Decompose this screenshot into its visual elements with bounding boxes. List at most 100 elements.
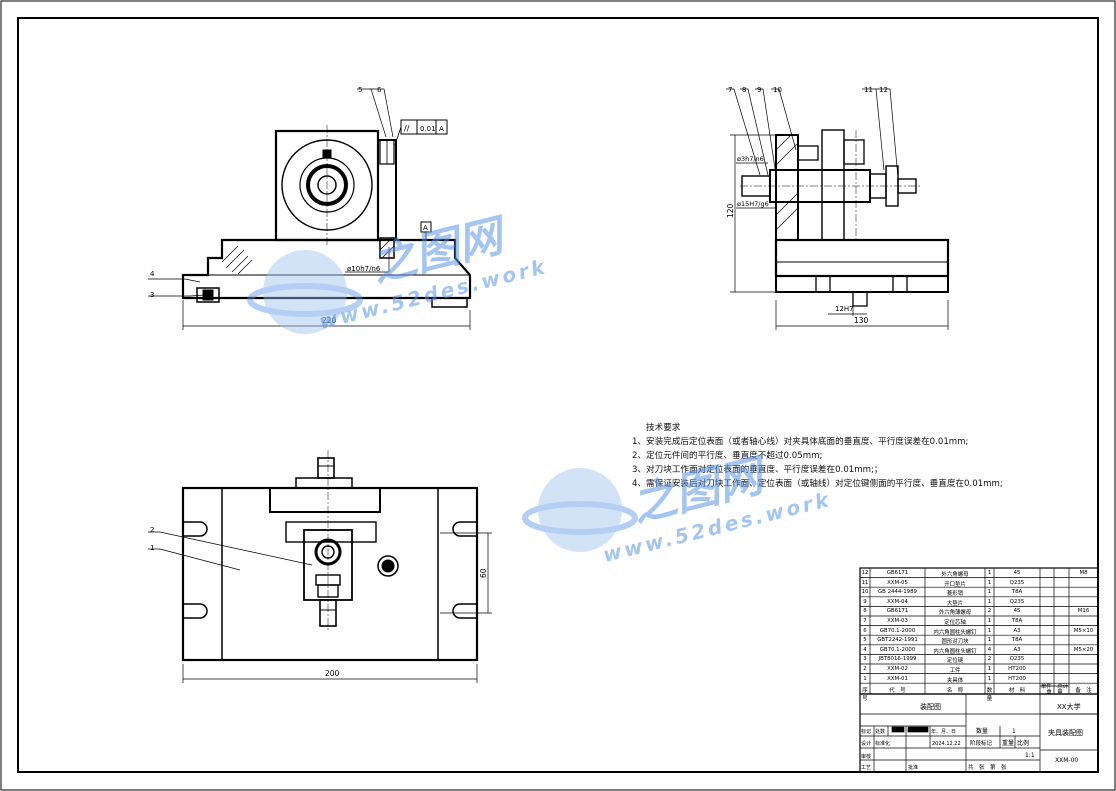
bom-cell-name: 开口垫片	[944, 581, 966, 588]
title-sheets: 共 张 第 张	[968, 763, 1007, 771]
bom-row: 12 GB6171 外六角螺母 1 45 M8	[860, 568, 1098, 578]
bom-cell-no: 11	[861, 579, 869, 586]
bom-cell-name: 圆形对刀块	[941, 639, 969, 646]
technical-requirements: 技术要求 1、安装完成后定位表面（或者轴心线）对夹具体底面的垂直度、平行度误差在…	[632, 421, 1003, 491]
bom-header-qty: 数量	[986, 688, 993, 702]
watermark-logo-1	[247, 250, 363, 334]
tolerance-symbol: //	[404, 124, 410, 133]
bom-cell-note: M8	[1079, 570, 1088, 576]
bom-cell-qty: 1	[987, 579, 992, 586]
title-weight-label: 重量	[1002, 739, 1014, 747]
bom-cell-no: 4	[863, 646, 867, 653]
bom-header-code: 代 号	[889, 688, 906, 694]
bom-cell-name: 大垫片	[946, 600, 964, 607]
bom-cell-material: 45	[1013, 570, 1021, 576]
bom-row: 11 XXM-05 开口垫片 1 Q235	[860, 578, 1098, 588]
bom-cell-code: GB70.1-2000	[879, 646, 916, 653]
bom-header-weight2: 重 量	[1046, 690, 1063, 696]
bom-cell-material: T8A	[1011, 637, 1023, 644]
tech-item-2: 2、定位元件间的平行度、垂直度不超过0.05mm;	[632, 451, 823, 461]
bom-cell-name: 定位键	[946, 658, 964, 665]
tolerance-datum: A	[439, 125, 444, 133]
title-scale-label: 比例	[1017, 739, 1029, 747]
bom-cell-no: 5	[863, 637, 867, 644]
bom-cell-no: 12	[861, 570, 869, 576]
title-main: 夹具装配图	[1048, 728, 1083, 737]
bom-cell-name: 菱形销	[946, 591, 964, 598]
title-qty-value: 1	[1012, 728, 1016, 735]
title-label-count: 处数	[875, 728, 885, 735]
bom-cell-material: 45	[1013, 608, 1021, 615]
title-label-mark: 标记	[861, 728, 871, 735]
bom-cell-no: 8	[863, 608, 867, 615]
front-dim-width: 220	[322, 316, 337, 325]
watermark-logo-2	[522, 468, 638, 552]
bom-cell-name: 外六角螺母	[941, 572, 969, 578]
tech-item-3: 3、对刀块工作面对定位表面的垂直度、平行度误差在0.01mm;；	[632, 465, 883, 475]
title-drawing-name: 装配图	[920, 702, 941, 711]
bom-cell-name: 内六角圆柱头螺钉	[933, 629, 977, 636]
tech-title: 技术要求	[646, 423, 681, 433]
side-dim-width: 130	[854, 316, 869, 325]
bom-header-weight: 单件 总计	[1041, 684, 1068, 690]
balloon-6: 6	[377, 86, 382, 94]
balloon-5: 5	[358, 86, 362, 94]
bom-cell-qty: 1	[987, 675, 992, 682]
bom-cell-no: 9	[863, 598, 867, 605]
balloon-2: 2	[150, 526, 154, 534]
bom-cell-material: T8A	[1011, 618, 1023, 624]
title-block	[859, 693, 1099, 773]
title-drawing-no: XXM-00	[1055, 757, 1078, 764]
bom-cell-qty: 1	[987, 570, 992, 576]
bom-cell-material: HT200	[1008, 675, 1026, 682]
title-scale-value: 1:1	[1025, 752, 1035, 759]
bom-cell-material: Q235	[1009, 579, 1025, 586]
bom-cell-code: GBT2242-1991	[877, 637, 918, 644]
inner-frame	[17, 17, 1099, 773]
bom-cell-qty: 1	[987, 618, 992, 624]
bom-cell-code: XXM-05	[887, 579, 908, 586]
bom-header-material: 材 料	[1008, 688, 1026, 694]
tech-item-4: 4、需保证安装后对刀块工作面、定位表面（或轴线）对定位键侧面的平行度、垂直度在0…	[632, 479, 1003, 489]
balloon-4: 4	[150, 270, 155, 278]
bom-cell-material: A3	[1013, 627, 1021, 634]
bom-cell-name: 外六角薄螺母	[938, 610, 972, 617]
balloon-10: 10	[773, 86, 782, 94]
bom-cell-code: XXM-04	[887, 598, 908, 605]
balloon-3: 3	[150, 291, 154, 299]
balloon-11: 11	[864, 86, 873, 94]
bom-header-no: 序号	[862, 688, 868, 702]
bom-cell-name: 夹具体	[946, 677, 964, 684]
bom-cell-no: 6	[863, 627, 867, 634]
side-dim-height: 120	[726, 203, 735, 218]
top-view	[148, 450, 492, 683]
side-fit-large: ø15H7/g6	[737, 200, 769, 208]
bom-cell-code: JBT8016-1999	[878, 656, 917, 663]
front-fit-label: ø10h7/n6	[347, 265, 381, 273]
bom-cell-material: A3	[1013, 646, 1021, 653]
bom-cell-code: XXM-01	[887, 675, 908, 682]
title-standard-label: 标准化	[875, 740, 890, 747]
bom-header-note: 备 注	[1075, 688, 1092, 694]
bom-cell-qty: 4	[987, 646, 992, 653]
bom-cell-code: GB6171	[886, 570, 909, 576]
bom-header: 序号 代 号 名 称 数量 材 料 单件 总计 重 量 备 注	[860, 683, 1098, 702]
balloon-9: 9	[757, 86, 761, 94]
balloon-1: 1	[150, 544, 154, 552]
bom-cell-material: Q235	[1009, 656, 1025, 663]
title-design-label: 设计	[861, 740, 871, 747]
bom-cell-code: GB6171	[886, 608, 909, 615]
balloon-8: 8	[742, 86, 746, 94]
bom-cell-name: 内六角圆柱头螺钉	[933, 648, 977, 655]
bom-cell-code: GB 2444-1989	[878, 589, 917, 596]
front-view	[148, 88, 472, 330]
side-fit-small: ø3h7/n6	[737, 155, 764, 163]
side-view	[726, 88, 950, 330]
